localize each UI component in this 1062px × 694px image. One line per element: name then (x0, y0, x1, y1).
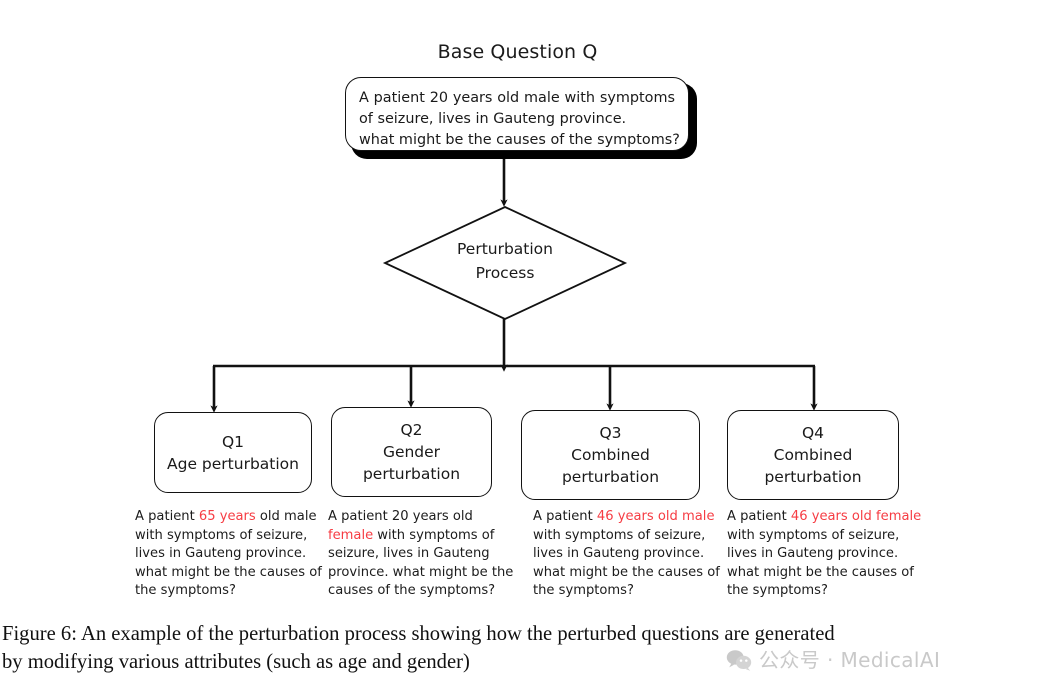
watermark: 公众号 · MedicalAI (726, 648, 940, 672)
q3-highlight: 46 years old male (596, 509, 715, 524)
process-node-label: Perturbation Process (385, 237, 625, 285)
branch-label-q2: Gender perturbation (362, 443, 461, 483)
q4-prefix: A patient (727, 509, 791, 524)
branch-id-q2: Q2 (400, 421, 423, 439)
watermark-text: 公众号 · MedicalAI (759, 648, 941, 672)
bq-w6: with (564, 90, 596, 106)
process-node-label-line2: Process (475, 264, 535, 282)
bq-w7: symptoms (599, 90, 675, 106)
branch-caption-q4: A patient 46 years old female with sympt… (727, 508, 923, 601)
branch-caption-q3: A patient 46 years old male with symptom… (533, 508, 729, 601)
q4-highlight: 46 years old female (790, 509, 922, 524)
branch-id-q3: Q3 (599, 424, 622, 442)
q1-prefix: A patient (135, 509, 199, 524)
figure-caption: Figure 6: An example of the perturbation… (2, 620, 1058, 676)
branch-caption-q1: A patient 65 years old male with symptom… (135, 508, 327, 601)
bq-w0: A (359, 90, 369, 106)
figure-caption-line-1: Figure 6: An example of the perturbation… (2, 623, 835, 645)
bq-w3: years (452, 90, 493, 106)
branch-box-q3: Q3 Combined perturbation (521, 410, 700, 500)
q4-suffix: with symptoms of seizure, lives in Gaute… (727, 527, 914, 599)
branch-label-q1: Age perturbation (167, 454, 299, 473)
base-question-line-2: of seizure, lives in Gauteng province. (359, 111, 627, 127)
q2-suffix: with symptoms of seizure, lives in Gaute… (328, 527, 514, 599)
branch-box-q1: Q1 Age perturbation (154, 412, 312, 493)
base-question-title: Base Question Q (437, 41, 598, 63)
base-question-line-1: A patient 20 years old male with symptom… (359, 88, 675, 109)
base-question-box: A patient 20 years old male with symptom… (345, 77, 689, 151)
perturbation-process-node: Perturbation Process (385, 207, 625, 319)
q1-suffix: old male with symptoms of seizure, lives… (135, 509, 322, 599)
q2-highlight: female (328, 527, 374, 543)
branch-box-q2: Q2 Gender perturbation (331, 407, 492, 497)
wechat-icon (726, 649, 752, 671)
branch-caption-q2: A patient 20 years old female with sympt… (328, 508, 520, 601)
bq-w4: old (497, 90, 520, 106)
bq-w5: male (524, 90, 560, 106)
figure-caption-line-2: by modifying various attributes (such as… (2, 651, 470, 673)
q2-prefix: A patient 20 years old (328, 509, 473, 524)
branch-label-q3: Combined perturbation (561, 446, 660, 486)
bq-w2: 20 (429, 90, 449, 106)
bq-w1: patient (373, 90, 425, 106)
base-question-line-3: what might be the causes of the symptoms… (359, 132, 680, 148)
q3-suffix: with symptoms of seizure, lives in Gaute… (533, 527, 720, 599)
branch-label-q4: Combined perturbation (764, 446, 862, 486)
q3-prefix: A patient (533, 509, 597, 524)
q1-highlight: 65 years (198, 509, 256, 524)
branch-id-q4: Q4 (801, 424, 825, 442)
branch-id-q1: Q1 (221, 432, 245, 451)
process-node-label-line1: Perturbation (456, 240, 553, 258)
branch-box-q4: Q4 Combined perturbation (727, 410, 899, 500)
